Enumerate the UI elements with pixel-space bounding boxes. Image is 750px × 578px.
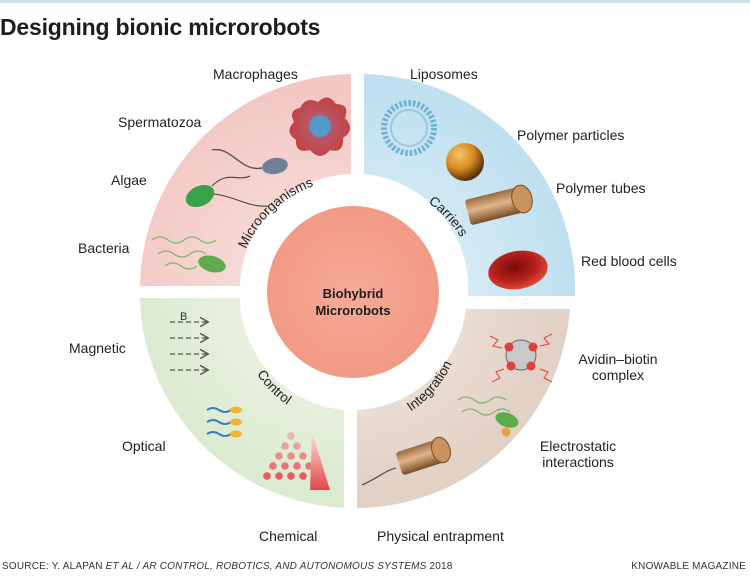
center-label-line1: Biohybrid: [323, 286, 384, 301]
label-liposomes: Liposomes: [410, 66, 478, 82]
chemical-gradient-illustration: [263, 432, 330, 490]
top-rule: [0, 0, 750, 3]
algae-illustration: [185, 175, 269, 208]
spermatozoa-illustration: [211, 148, 288, 175]
label-magnetic: Magnetic: [69, 340, 126, 356]
macrophage-illustration: [289, 97, 351, 156]
source-credit: SOURCE: Y. ALAPAN ET AL / AR CONTROL, RO…: [2, 561, 453, 572]
label-physical-entrapment: Physical entrapment: [377, 528, 504, 544]
magnetic-field-illustration: [170, 322, 207, 370]
label-polymer-tubes: Polymer tubes: [556, 180, 646, 196]
label-bacteria: Bacteria: [78, 240, 130, 256]
avidin-biotin-illustration: [489, 333, 553, 383]
label-avidin-biotin: Avidin–biotin complex: [578, 351, 658, 383]
red-blood-cell-illustration: [488, 250, 548, 290]
label-red-blood-cells: Red blood cells: [581, 253, 677, 269]
magnetic-field-label: B: [180, 311, 187, 323]
optical-illustration: [206, 406, 242, 438]
liposome-illustration: [381, 100, 437, 156]
label-polymer-particles: Polymer particles: [517, 127, 625, 143]
physical-entrapment-illustration: [361, 436, 451, 486]
label-electrostatic: Electrostatic interactions: [539, 438, 617, 470]
label-chemical: Chemical: [259, 528, 318, 544]
label-optical: Optical: [122, 438, 166, 454]
center-circle: [267, 206, 439, 378]
polymer-particle-illustration: [446, 143, 484, 181]
publisher-credit: KNOWABLE MAGAZINE: [631, 561, 746, 572]
label-spermatozoa: Spermatozoa: [118, 114, 202, 130]
electrostatic-illustration: [457, 396, 519, 437]
bacteria-illustration: [151, 236, 226, 273]
label-macrophages: Macrophages: [213, 66, 298, 82]
polymer-tube-illustration: [465, 184, 533, 225]
center-label-line2: Microrobots: [315, 303, 390, 318]
carriers-segment: [364, 74, 576, 296]
label-algae: Algae: [111, 172, 147, 188]
page-title: Designing bionic microrobots: [0, 14, 321, 40]
